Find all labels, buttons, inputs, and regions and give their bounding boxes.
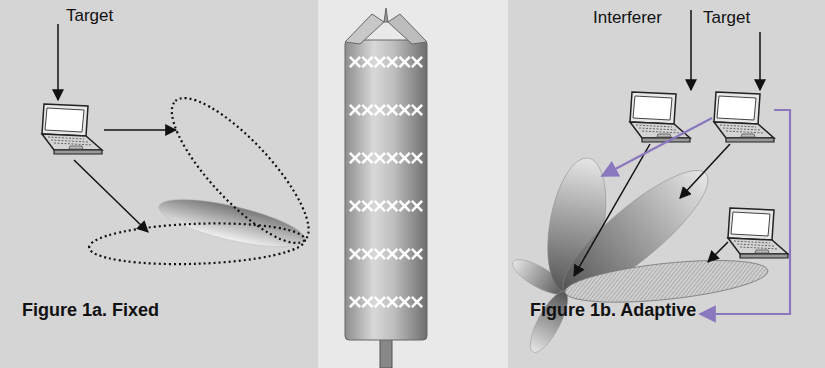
pointer-line [759,32,761,90]
signal-path [602,118,712,176]
pointer-line [708,242,728,262]
figure-caption: Figure 1a. Fixed [22,300,159,320]
antenna-tower [345,8,427,368]
left-panel [0,0,318,368]
pointer-line [574,144,650,276]
signal-path [700,110,790,314]
laptop-icon [42,104,102,154]
fixed-beam-dotted [153,81,326,261]
target-label: Target [66,6,113,26]
fixed-beam-dotted [88,220,305,268]
interferer-label: Interferer [593,8,662,28]
right-panel [508,0,825,368]
fixed-beam [155,190,309,257]
pointer-line [74,160,148,232]
pointer-line [57,24,59,100]
pointer-line [104,129,176,131]
pointer-line [680,144,730,198]
laptop-icon [728,208,788,258]
target-label: Target [703,8,750,28]
laptop-icon [714,92,774,142]
pointer-line [690,10,692,90]
figure-caption: Figure 1b. Adaptive [530,300,696,320]
side-lobe [523,287,574,357]
